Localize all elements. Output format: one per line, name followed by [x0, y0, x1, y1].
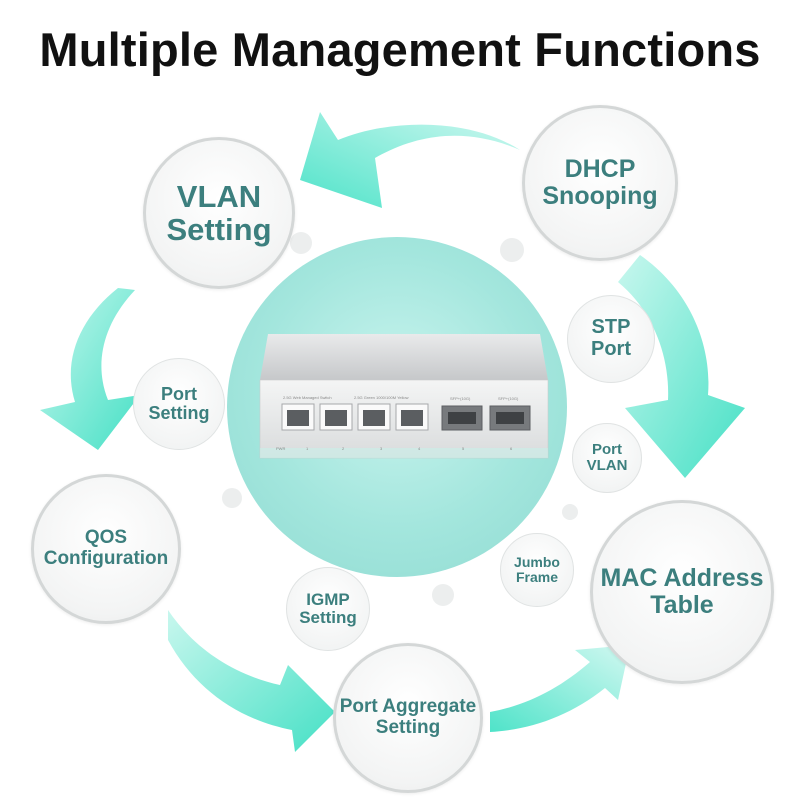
ethernet-ports: [281, 403, 429, 431]
device-label-mid: 2.5G Green 1000/100M Yellow: [354, 395, 409, 400]
bubble-line: Port Aggregate: [339, 696, 477, 718]
network-switch-image: [259, 334, 549, 459]
port-number: 1: [306, 446, 309, 451]
bubble-port-aggregate-setting: Port Aggregate Setting: [333, 643, 483, 793]
decor-dot: [500, 238, 524, 262]
port-number: 5: [462, 446, 465, 451]
bubble-line: Setting: [166, 212, 272, 247]
device-label-left: 2.5G Web Managed Switch: [283, 395, 332, 400]
decor-dot: [562, 504, 578, 520]
bubble-line: Setting: [299, 608, 357, 627]
bubble-line: DHCP: [564, 155, 636, 183]
bubble-igmp-setting: IGMP Setting: [286, 567, 370, 651]
port-number: 2: [342, 446, 345, 451]
bubble-line: IGMP: [306, 589, 350, 609]
bubble-line: Port: [592, 440, 622, 458]
decor-dot: [222, 488, 242, 508]
device-label-sfp2: SFP+(10G): [498, 396, 519, 401]
bubble-port-setting: Port Setting: [133, 358, 225, 450]
arrow-right: [618, 255, 745, 478]
page-title: Multiple Management Functions: [39, 23, 761, 76]
arrow-top: [300, 112, 520, 208]
bubble-mac-address-table: MAC Address Table: [590, 500, 774, 684]
bubble-line: Port: [591, 338, 631, 360]
device-label-pwr: PWR: [276, 446, 286, 451]
bubble-line: Setting: [148, 403, 210, 423]
bubble-line: VLAN: [176, 178, 262, 214]
bubble-line: Frame: [515, 569, 559, 585]
port-number: 6: [510, 446, 513, 451]
port-number: 3: [380, 446, 383, 451]
bubble-line: Jumbo: [514, 553, 560, 570]
port-number: 4: [418, 446, 421, 451]
bubble-line: Configuration: [43, 548, 169, 569]
bubble-line: Setting: [375, 717, 441, 738]
bubble-line: VLAN: [586, 457, 628, 474]
bubble-dhcp-snooping: DHCP Snooping: [522, 105, 678, 261]
bubble-stp-port: STP Port: [567, 295, 655, 383]
bubble-port-vlan: Port VLAN: [572, 423, 642, 493]
bubble-line: STP: [591, 316, 631, 339]
bubble-jumbo-frame: Jumbo Frame: [500, 533, 574, 607]
bubble-line: Snooping: [542, 182, 658, 210]
decor-dot: [290, 232, 312, 254]
device-label-sfp1: SFP+(10G): [450, 396, 471, 401]
bubble-qos-configuration: QOS Configuration: [31, 474, 181, 624]
arrow-bottom-left: [168, 610, 335, 752]
bubble-vlan-setting: VLAN Setting: [143, 137, 295, 289]
decor-dot: [432, 584, 454, 606]
sfp-ports: [441, 405, 531, 431]
bubble-line: Port: [161, 383, 197, 404]
arrow-bottom-right: [490, 645, 630, 732]
arrow-left: [40, 288, 140, 450]
bubble-line: QOS: [84, 527, 128, 549]
bubble-line: MAC Address: [600, 564, 764, 592]
bubble-line: Table: [650, 591, 714, 619]
